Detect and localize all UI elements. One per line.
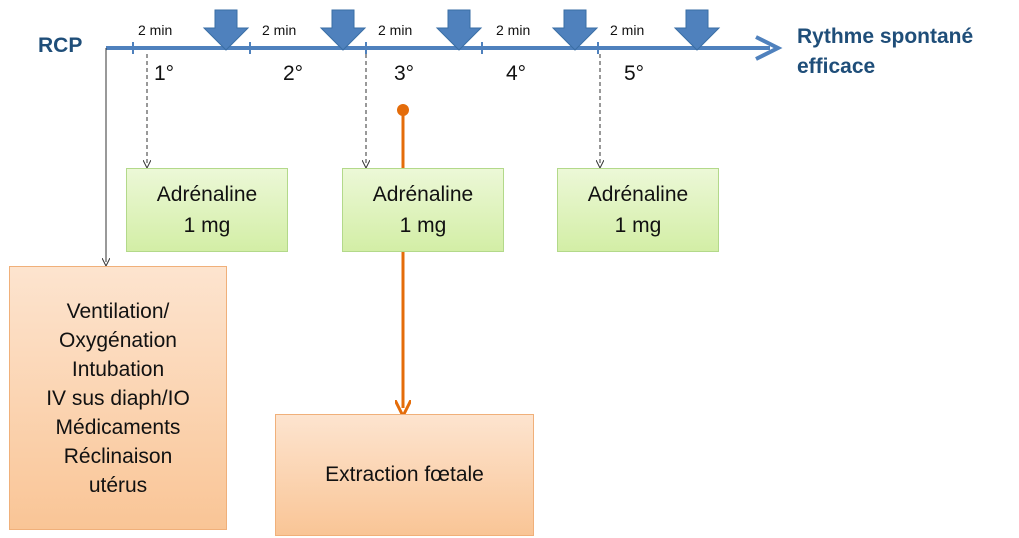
- rcp-label: RCP: [38, 34, 83, 57]
- drug-dose: 1 mg: [399, 214, 447, 237]
- drug-dose: 1 mg: [183, 214, 231, 237]
- ventilation-actions-box: Ventilation/ Oxygénation Intubation IV s…: [9, 266, 227, 530]
- drug-dose: 1 mg: [614, 214, 662, 237]
- drug-name: Adrénaline: [587, 183, 689, 206]
- interval-label-2: 2 min: [262, 22, 297, 38]
- cycle-label-1: 1°: [154, 62, 175, 85]
- interval-label-3: 2 min: [378, 22, 413, 38]
- cycle-label-3: 3°: [394, 62, 415, 85]
- down-arrow-icon: [319, 9, 367, 51]
- adrenaline-box-3: Adrénaline 1 mg: [557, 168, 719, 252]
- interval-label-5: 2 min: [610, 22, 645, 38]
- down-arrow-icon: [202, 9, 250, 51]
- action-line: Ventilation/: [66, 299, 170, 323]
- timeline-arrowhead: [755, 35, 783, 61]
- action-line: Réclinaison: [63, 444, 173, 468]
- action-line: Oxygénation: [59, 328, 177, 352]
- end-label: Rythme spontané efficace: [797, 22, 973, 82]
- interval-label-1: 2 min: [138, 22, 173, 38]
- adrenaline-box-1: Adrénaline 1 mg: [126, 168, 288, 252]
- action-line: Intubation: [71, 357, 165, 381]
- cycle-label-4: 4°: [506, 62, 527, 85]
- end-label-line1: Rythme spontané: [797, 25, 974, 48]
- extraction-label: Extraction fœtale: [325, 463, 484, 486]
- fetal-extraction-box: Extraction fœtale: [275, 414, 534, 536]
- drug-name: Adrénaline: [156, 183, 258, 206]
- adrenaline-box-2: Adrénaline 1 mg: [342, 168, 504, 252]
- action-line: utérus: [88, 473, 148, 497]
- interval-label-4: 2 min: [496, 22, 531, 38]
- drug-name: Adrénaline: [372, 183, 474, 206]
- down-arrow-icon: [673, 9, 721, 51]
- end-label-line2: efficace: [797, 55, 876, 78]
- action-line: Médicaments: [55, 415, 181, 439]
- cycle-label-5: 5°: [624, 62, 645, 85]
- down-arrow-icon: [551, 9, 599, 51]
- down-arrow-icon: [435, 9, 483, 51]
- action-line: IV sus diaph/IO: [46, 386, 190, 410]
- cycle-label-2: 2°: [283, 62, 304, 85]
